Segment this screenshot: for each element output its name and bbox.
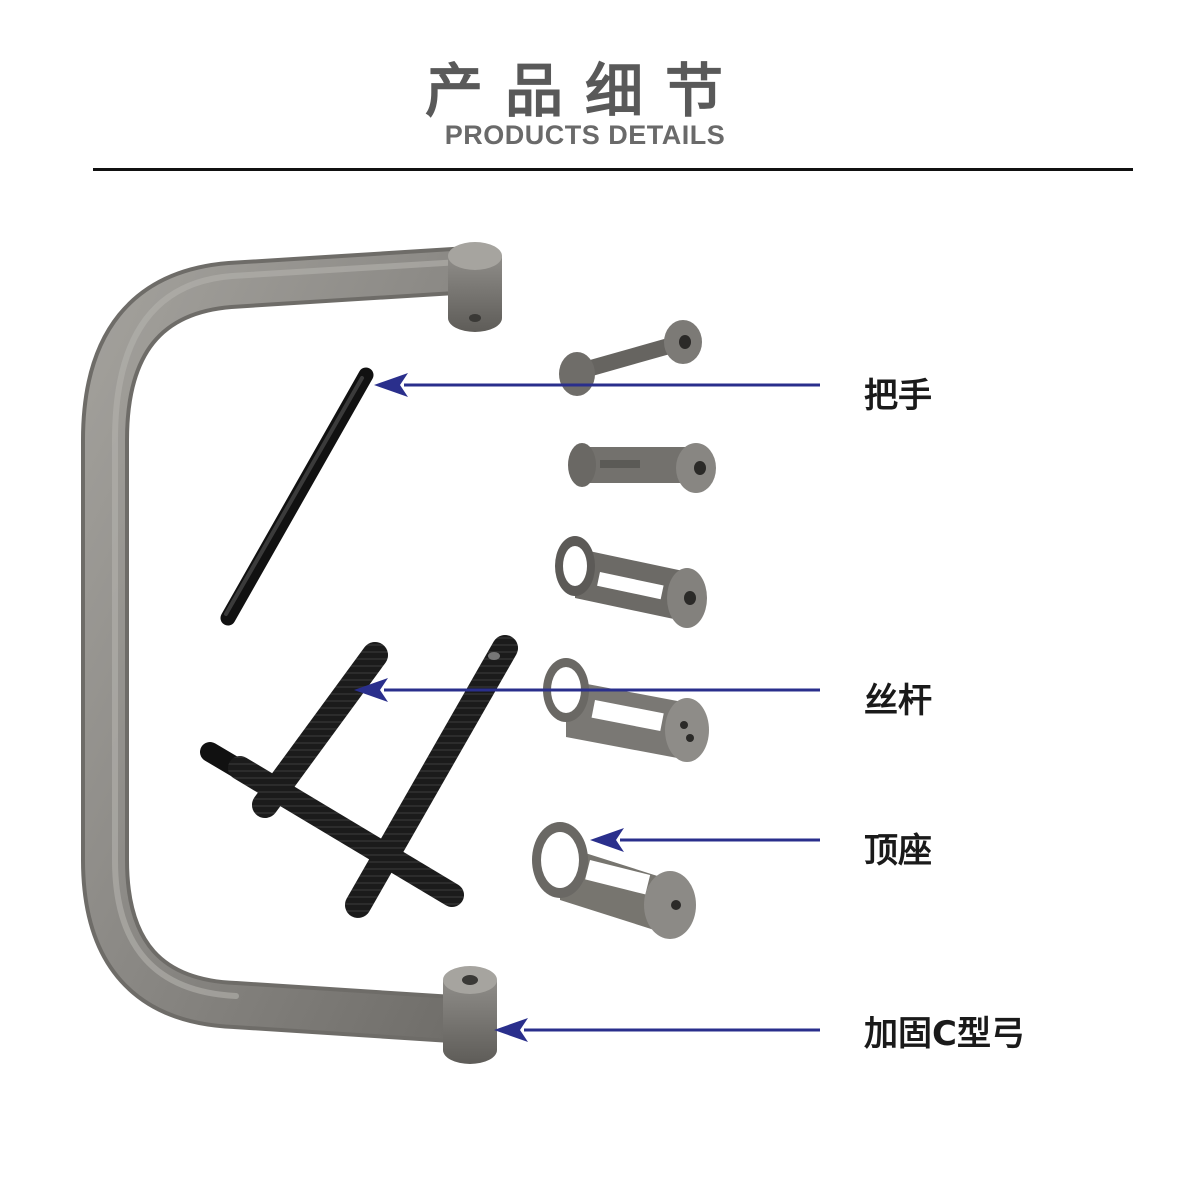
- valve-cage-2: [543, 658, 709, 762]
- c-frame: [81, 242, 502, 1064]
- pin-holder-2: [568, 443, 716, 493]
- header: 产品细节 PRODUCTS DETAILS: [0, 0, 1200, 180]
- lead-screw-horizontal: [200, 742, 464, 907]
- valve-cage-1: [555, 536, 707, 628]
- valve-cage-3: [532, 822, 696, 939]
- page-subtitle: PRODUCTS DETAILS: [444, 120, 726, 150]
- arrow-lead-screw: [354, 678, 820, 702]
- arrow-top-seat: [590, 828, 820, 852]
- c-frame-top-boss: [448, 242, 502, 332]
- page-title: 产品细节: [424, 57, 745, 125]
- callout-label-c-frame: 加固C型弓: [864, 1014, 1025, 1054]
- arrow-handle: [374, 373, 820, 397]
- header-divider: [93, 168, 1133, 171]
- callout-label-handle: 把手: [864, 376, 932, 416]
- handle-bar: [220, 367, 374, 626]
- c-frame-bottom-boss: [443, 966, 497, 1064]
- callout-label-lead-screw: 丝杆: [864, 681, 932, 721]
- arrow-c-frame: [494, 1018, 820, 1042]
- callout-label-top-seat: 顶座: [864, 831, 932, 871]
